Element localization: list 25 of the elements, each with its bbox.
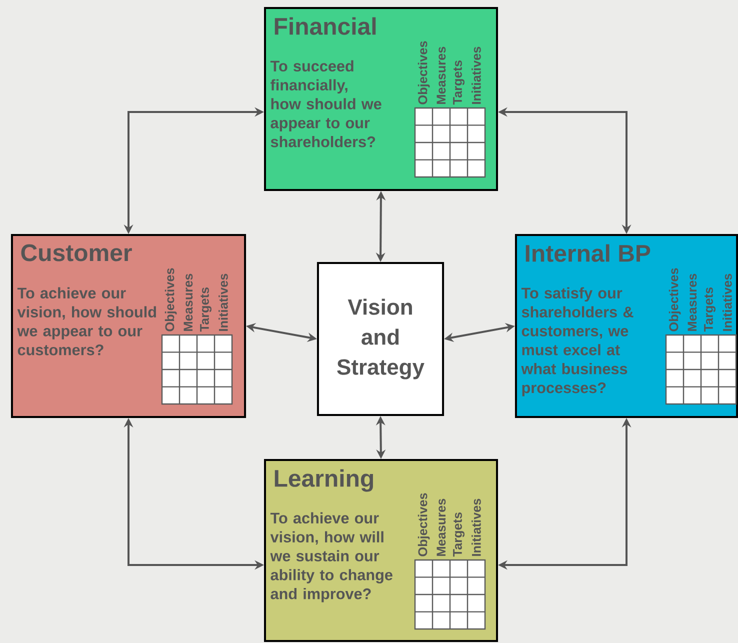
question-text: To satisfy our shareholders & customers, we must excel at what business processes?	[521, 287, 634, 396]
heading: Learning	[274, 469, 373, 492]
column-header: Initiatives	[472, 498, 481, 556]
heading: Internal BP	[526, 244, 650, 262]
column-header: Targets	[704, 287, 716, 332]
question-text: To achieve our vision, how should we appear to our customers?	[17, 287, 156, 356]
column-header: Measures	[436, 46, 446, 104]
column-header: Objectives	[668, 268, 681, 332]
vision-box: Vision and Strategy	[316, 262, 444, 416]
column-header: Measures	[184, 274, 193, 331]
column-header: Targets	[200, 287, 212, 332]
column-header: Initiatives	[722, 274, 732, 331]
column-header: Objectives	[164, 268, 177, 332]
column-header: Measures	[436, 498, 446, 556]
column-header: Initiatives	[472, 46, 481, 104]
question-text: To succeed financially, how should we appear to our shareholders?	[270, 60, 382, 148]
column-header: Objectives	[418, 41, 430, 104]
heading: Customer	[21, 244, 132, 262]
column-header: Initiatives	[218, 274, 228, 331]
question-text: To achieve our vision, how will we sustain our ability to change and improve?	[270, 512, 392, 602]
column-header: Measures	[688, 274, 697, 331]
heading: Financial	[274, 17, 376, 35]
column-header: Targets	[453, 60, 464, 105]
column-header: Objectives	[418, 493, 430, 556]
column-header: Targets	[453, 512, 464, 557]
